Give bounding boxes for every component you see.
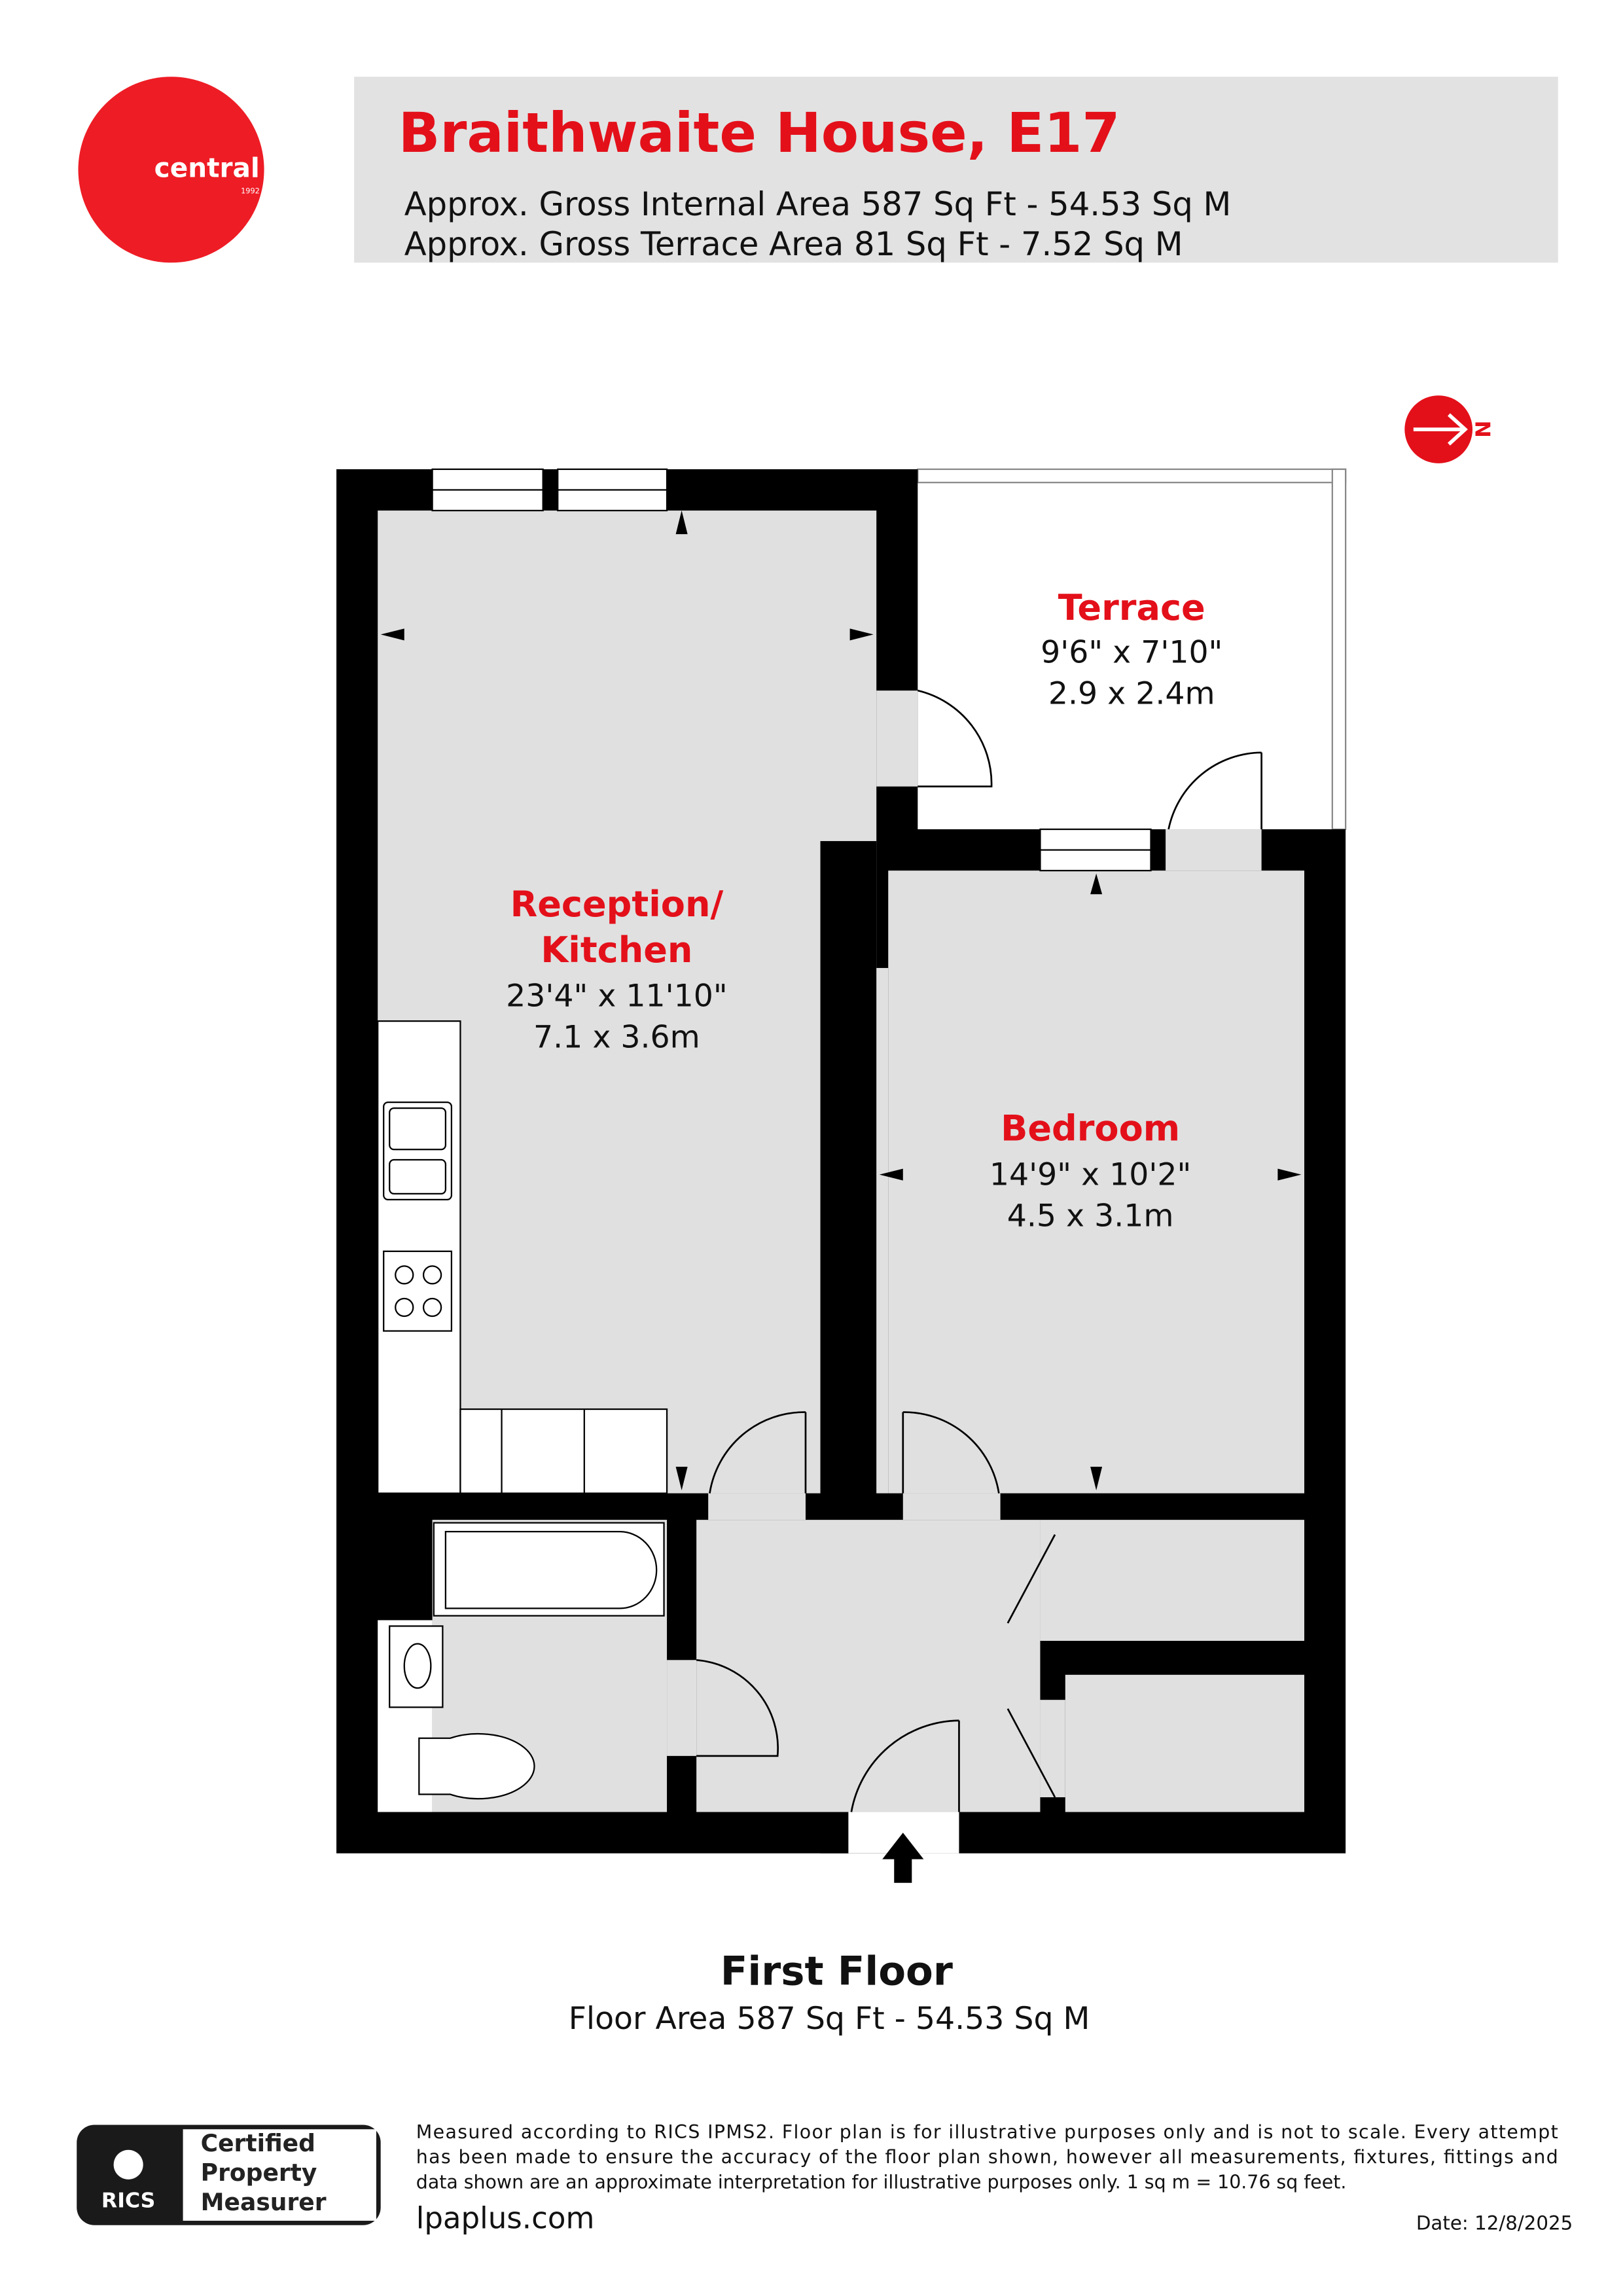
- svg-text:Measured according to RICS IPM: Measured according to RICS IPMS2. Floor …: [416, 2121, 1558, 2143]
- svg-text:1992: 1992: [241, 187, 260, 195]
- plan-date: Date: 12/8/2025: [1416, 2212, 1573, 2234]
- svg-text:Certified: Certified: [201, 2130, 315, 2157]
- svg-text:Terrace: Terrace: [1058, 587, 1205, 628]
- website-link[interactable]: lpaplus.com: [416, 2200, 595, 2235]
- svg-text:Property: Property: [201, 2159, 317, 2187]
- floor-plan: [336, 468, 1347, 1883]
- hallway-floor: [696, 1520, 1041, 1812]
- svg-text:Bedroom: Bedroom: [1001, 1108, 1180, 1149]
- bedroom-floor: [888, 870, 1305, 1494]
- room-label-bedroom: Bedroom 14'9" x 10'2" 4.5 x 3.1m: [990, 1108, 1191, 1234]
- svg-text:central: central: [154, 152, 260, 184]
- svg-text:Reception/: Reception/: [510, 884, 724, 925]
- disclaimer: Measured according to RICS IPMS2. Floor …: [416, 2121, 1558, 2193]
- internal-area: Approx. Gross Internal Area 587 Sq Ft - …: [404, 185, 1232, 223]
- room-label-terrace: Terrace 9'6" x 7'10" 2.9 x 2.4m: [1041, 587, 1222, 712]
- svg-text:2.9 x 2.4m: 2.9 x 2.4m: [1048, 675, 1215, 711]
- svg-text:N: N: [1471, 421, 1494, 438]
- svg-text:has been made to ensure the ac: has been made to ensure the accuracy of …: [416, 2146, 1558, 2168]
- svg-text:23'4" x 11'10": 23'4" x 11'10": [506, 978, 727, 1014]
- svg-text:9'6" x 7'10": 9'6" x 7'10": [1041, 634, 1222, 670]
- terrace-area: Approx. Gross Terrace Area 81 Sq Ft - 7.…: [404, 225, 1183, 263]
- rics-lion-icon: [113, 2149, 143, 2179]
- toilet-icon: [418, 1732, 535, 1800]
- rics-badge: RICS Certified Property Measurer: [77, 2125, 381, 2225]
- room-label-reception-kitchen: Reception/ Kitchen 23'4" x 11'10" 7.1 x …: [506, 884, 727, 1056]
- header-panel: [354, 77, 1558, 263]
- svg-text:7.1 x 3.6m: 7.1 x 3.6m: [533, 1020, 700, 1056]
- central-logo: central 1992: [78, 77, 264, 263]
- svg-text:4.5 x 3.1m: 4.5 x 3.1m: [1007, 1198, 1174, 1234]
- floor-title: First Floor: [721, 1948, 953, 1994]
- svg-text:data shown are an approximate: data shown are an approximate interpreta…: [416, 2171, 1347, 2193]
- svg-text:RICS: RICS: [101, 2189, 156, 2213]
- terrace-area-shape: [918, 469, 1346, 830]
- svg-text:Kitchen: Kitchen: [541, 929, 692, 971]
- property-title: Braithwaite House, E17: [399, 101, 1120, 165]
- north-arrow-icon: N: [1404, 395, 1494, 463]
- svg-text:14'9" x 10'2": 14'9" x 10'2": [990, 1157, 1191, 1193]
- svg-text:Measurer: Measurer: [201, 2189, 327, 2216]
- floor-area: Floor Area 587 Sq Ft - 54.53 Sq M: [569, 2001, 1090, 2037]
- hob-icon: [383, 1250, 453, 1332]
- entrance-arrow-icon: [882, 1833, 924, 1883]
